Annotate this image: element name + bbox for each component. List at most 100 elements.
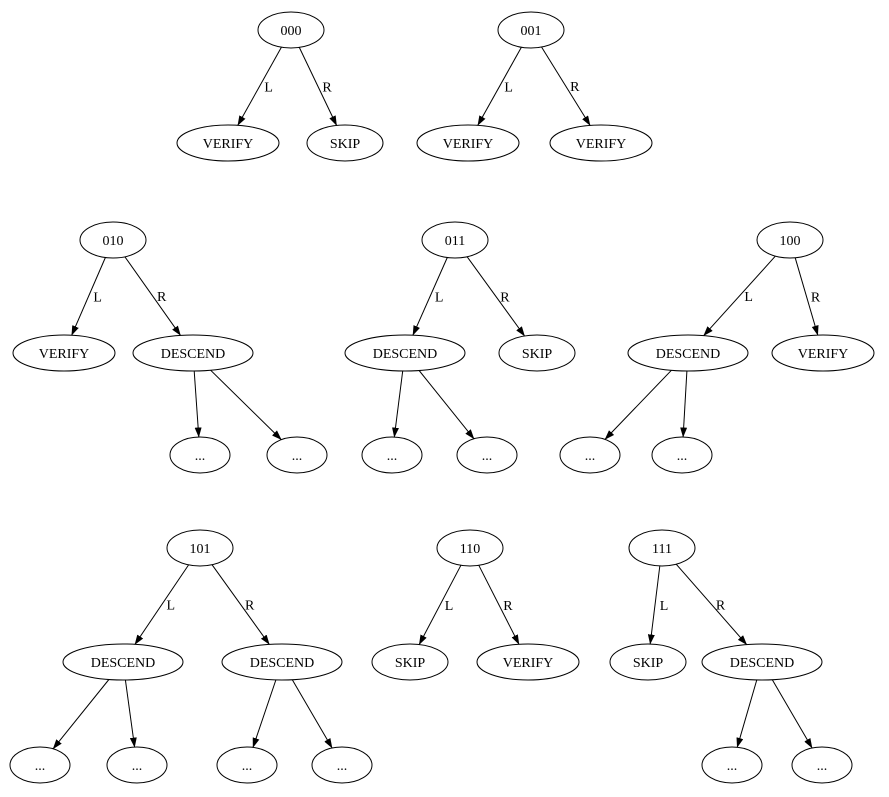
edge-010-right-child-0: [193, 370, 202, 438]
node-100-right-verify: VERIFY: [771, 334, 875, 372]
node-111-right-ellipsis-0: ...: [701, 746, 763, 784]
node-101-right-ellipsis-0-ellipse: [216, 746, 278, 784]
node-010-right-ellipsis-0-ellipse: [169, 436, 231, 474]
node-101-right-descend-ellipse: [221, 643, 343, 681]
node-001-left-verify: VERIFY: [416, 124, 520, 162]
node-100-left-ellipsis-1-label: ...: [677, 449, 688, 464]
node-001-right-verify-label: VERIFY: [576, 137, 627, 152]
edge-010-left-label: L: [93, 290, 102, 305]
edge-000-right: [298, 47, 338, 126]
node-111-right-descend: DESCEND: [701, 643, 823, 681]
node-011-left-descend: DESCEND: [344, 334, 466, 372]
node-010-left-verify-ellipse: [12, 334, 116, 372]
node-010-right-descend: DESCEND: [132, 334, 254, 372]
node-111-root-label: 111: [652, 542, 672, 557]
node-101-right-ellipsis-0: ...: [216, 746, 278, 784]
node-100-left-ellipsis-0: ...: [559, 436, 621, 474]
node-111-right-ellipsis-1-label: ...: [817, 759, 828, 774]
node-110-root-ellipse: [436, 529, 504, 567]
edge-111-right-label: R: [716, 598, 726, 613]
node-000-right-skip-ellipse: [306, 124, 384, 162]
node-110-root: 110: [436, 529, 504, 567]
node-111-right-ellipsis-0-label: ...: [727, 759, 738, 774]
node-000-left-verify-ellipse: [176, 124, 280, 162]
edge-101-left-child-1: [124, 679, 137, 748]
edge-010-left: [71, 257, 106, 336]
node-000-left-verify: VERIFY: [176, 124, 280, 162]
node-010-right-ellipsis-1-label: ...: [292, 449, 303, 464]
node-100-right-verify-ellipse: [771, 334, 875, 372]
node-101-left-ellipsis-0: ...: [9, 746, 71, 784]
edge-001-left: [477, 46, 522, 126]
node-100-right-verify-label: VERIFY: [798, 347, 849, 362]
node-111-left-skip-ellipse: [609, 643, 687, 681]
node-101-left-ellipsis-0-label: ...: [35, 759, 46, 774]
node-100-left-descend-ellipse: [627, 334, 749, 372]
node-101-right-descend: DESCEND: [221, 643, 343, 681]
node-100-left-ellipsis-0-ellipse: [559, 436, 621, 474]
node-010-right-ellipsis-0-label: ...: [195, 449, 206, 464]
edge-101-left-label: L: [167, 599, 176, 614]
edge-001-left-label: L: [504, 80, 513, 95]
node-100-root-ellipse: [756, 221, 824, 259]
node-100-left-ellipsis-0-label: ...: [585, 449, 596, 464]
node-000-left-verify-label: VERIFY: [203, 137, 254, 152]
node-101-right-ellipsis-1-ellipse: [311, 746, 373, 784]
node-010-root-label: 010: [103, 234, 124, 249]
node-010-left-verify-label: VERIFY: [39, 347, 90, 362]
node-011-left-descend-label: DESCEND: [373, 347, 438, 362]
edge-001-right: [541, 46, 591, 126]
node-110-left-skip-label: SKIP: [395, 656, 426, 671]
node-011-left-ellipsis-0: ...: [361, 436, 423, 474]
edge-101-right-child-0: [252, 679, 277, 748]
edge-000-left: [237, 46, 282, 126]
edge-101-left-child-0: [52, 679, 110, 750]
node-110-right-verify-label: VERIFY: [503, 656, 554, 671]
edge-101-right-child-1: [291, 679, 333, 749]
edge-100-right: [794, 257, 819, 336]
node-101-left-ellipsis-1: ...: [106, 746, 168, 784]
node-111-right-descend-ellipse: [701, 643, 823, 681]
node-111-right-ellipsis-1: ...: [791, 746, 853, 784]
node-010-right-descend-ellipse: [132, 334, 254, 372]
edge-111-right-child-0: [736, 679, 758, 748]
edge-000-left-label: L: [264, 80, 273, 95]
edge-100-left-child-1: [680, 370, 688, 438]
node-101-left-descend-ellipse: [62, 643, 184, 681]
edge-100-left-child-0: [604, 369, 672, 440]
node-101-root-ellipse: [166, 529, 234, 567]
node-001-left-verify-label: VERIFY: [443, 137, 494, 152]
node-001-right-verify-ellipse: [549, 124, 653, 162]
node-100-root: 100: [756, 221, 824, 259]
node-111-right-ellipsis-0-ellipse: [701, 746, 763, 784]
edge-101-left: [134, 564, 190, 645]
node-011-left-ellipsis-0-ellipse: [361, 436, 423, 474]
edge-011-left-child-1: [418, 370, 475, 440]
node-110-left-skip-ellipse: [371, 643, 449, 681]
node-101-right-descend-label: DESCEND: [250, 656, 315, 671]
node-000-right-skip-label: SKIP: [330, 137, 361, 152]
node-011-root-label: 011: [445, 234, 465, 249]
node-011-right-skip: SKIP: [498, 334, 576, 372]
edge-010-right: [124, 256, 181, 336]
node-010-right-ellipsis-1-ellipse: [266, 436, 328, 474]
node-010-right-ellipsis-1: ...: [266, 436, 328, 474]
node-000-root-ellipse: [257, 11, 325, 49]
node-111-root-ellipse: [628, 529, 696, 567]
edge-111-left: [647, 565, 661, 645]
edge-101-right: [211, 564, 270, 645]
edge-110-left-label: L: [445, 599, 454, 614]
node-111-left-skip-label: SKIP: [633, 656, 664, 671]
node-100-root-label: 100: [780, 234, 801, 249]
node-001-root-ellipse: [497, 11, 565, 49]
edge-001-right-label: R: [570, 80, 580, 95]
node-000-root-label: 000: [281, 24, 302, 39]
edge-100-left: [703, 255, 776, 336]
edge-010-right-label: R: [157, 290, 167, 305]
